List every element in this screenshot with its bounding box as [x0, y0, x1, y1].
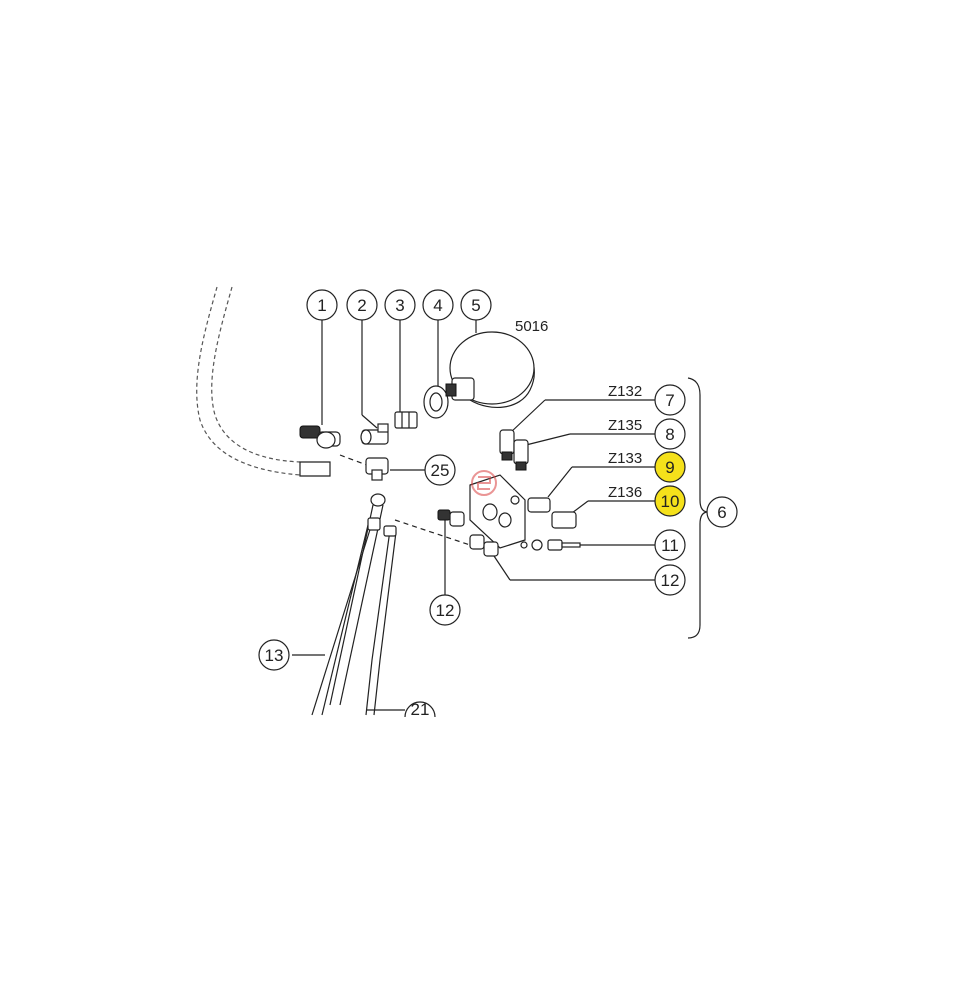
- svg-text:4: 4: [433, 296, 442, 315]
- valve-fittings: [527, 497, 577, 529]
- svg-text:11: 11: [661, 536, 679, 555]
- svg-text:3: 3: [395, 296, 404, 315]
- plugs: [437, 509, 499, 557]
- svg-text:10: 10: [661, 492, 680, 511]
- callout-7: 7: [654, 384, 686, 416]
- elbow-fitting: [299, 425, 341, 449]
- svg-text:25: 25: [431, 461, 450, 480]
- watermark-logo: [471, 470, 497, 496]
- pipes: [311, 493, 397, 716]
- accumulator-sphere: [445, 331, 535, 408]
- svg-text:2: 2: [357, 296, 366, 315]
- callout-1: 1: [306, 289, 338, 321]
- callout-12-right: 12: [654, 564, 686, 596]
- callout-8: 8: [654, 418, 686, 450]
- svg-text:8: 8: [665, 425, 674, 444]
- tee-fitting: [360, 423, 389, 445]
- svg-text:13: 13: [265, 646, 284, 665]
- nut: [423, 385, 449, 419]
- hose-tee: [365, 457, 389, 481]
- code-5016: 5016: [515, 318, 548, 335]
- svg-text:6: 6: [717, 503, 726, 522]
- svg-text:12: 12: [661, 571, 680, 590]
- svg-text:9: 9: [665, 458, 674, 477]
- callout-9: 9: [654, 451, 686, 483]
- callout-2: 2: [346, 289, 378, 321]
- svg-text:12: 12: [436, 601, 455, 620]
- callout-11: 11: [654, 529, 686, 561]
- code-z136: Z136: [608, 484, 642, 501]
- callout-4: 4: [422, 289, 454, 321]
- svg-text:1: 1: [317, 296, 326, 315]
- callout-10: 10: [654, 485, 686, 517]
- code-z132: Z132: [608, 383, 642, 400]
- crop-mask: [0, 717, 968, 1000]
- valve-block: [469, 474, 526, 549]
- svg-text:21: 21: [411, 700, 430, 719]
- callout-3: 3: [384, 289, 416, 321]
- svg-text:5: 5: [471, 296, 480, 315]
- callout-13: 13: [258, 639, 290, 671]
- adapter-fitting: [394, 411, 418, 429]
- code-z135: Z135: [608, 417, 642, 434]
- code-z133: Z133: [608, 450, 642, 467]
- callout-5: 5: [460, 289, 492, 321]
- svg-text:7: 7: [665, 391, 674, 410]
- callout-6: 6: [706, 496, 738, 528]
- callout-25: 25: [424, 454, 456, 486]
- pressure-switches: [499, 429, 529, 471]
- bolt: [520, 539, 581, 551]
- dashed-hose: [196, 286, 331, 477]
- callout-12-left: 12: [429, 594, 461, 626]
